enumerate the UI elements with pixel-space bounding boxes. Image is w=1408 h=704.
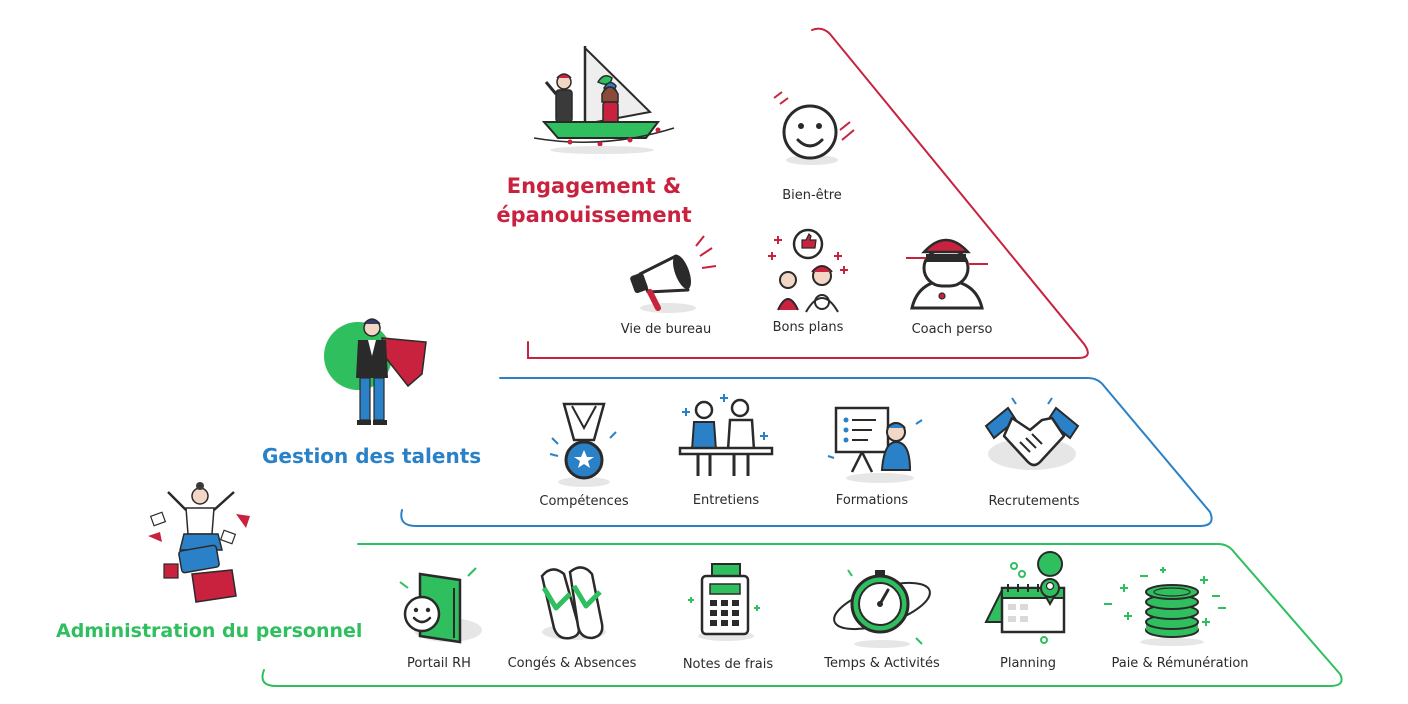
calendar-icon bbox=[984, 551, 1066, 644]
smiley-icon bbox=[773, 91, 855, 165]
engagement-tier-outline bbox=[527, 27, 1089, 359]
administration-label-portail-rh: Portail RH bbox=[407, 656, 471, 671]
administration-tier-outline bbox=[261, 543, 1343, 687]
thumbs-up-people-icon bbox=[768, 228, 848, 313]
handshake-icon bbox=[984, 397, 1080, 470]
megaphone-icon bbox=[630, 235, 717, 313]
coach-whistle-icon bbox=[906, 238, 988, 310]
juggling-employee-illustration bbox=[148, 482, 250, 603]
talents-label-entretiens: Entretiens bbox=[692, 493, 760, 508]
talents-label-recrutements: Recrutements bbox=[988, 494, 1080, 509]
superhero-manager-illustration bbox=[324, 318, 427, 425]
engagement-label-vie-de-bureau: Vie de bureau bbox=[620, 322, 712, 337]
administration-label-notes-de-frais: Notes de frais bbox=[682, 657, 774, 672]
engagement-title: Engagement & épanouissement bbox=[496, 174, 692, 227]
receipt-machine-icon bbox=[688, 563, 760, 641]
administration-label-paie-remuneration: Paie & Rémunération bbox=[1111, 656, 1249, 671]
talents-label-competences: Compétences bbox=[539, 494, 629, 509]
coin-stack-icon bbox=[1104, 567, 1226, 646]
talents-title: Gestion des talents bbox=[262, 444, 482, 468]
talents-tier-outline bbox=[400, 377, 1213, 527]
administration-label-conges-absences: Congés & Absences bbox=[507, 656, 637, 671]
medal-icon bbox=[549, 402, 617, 487]
administration-label-temps-activites: Temps & Activités bbox=[824, 656, 940, 671]
administration-label-planning: Planning bbox=[1000, 656, 1056, 671]
portal-smiley-icon bbox=[399, 567, 482, 644]
sailboat-team-illustration bbox=[533, 45, 675, 154]
flip-flops-icon bbox=[540, 566, 606, 640]
engagement-label-bons-plans: Bons plans bbox=[772, 320, 844, 335]
training-board-icon bbox=[827, 406, 923, 483]
engagement-label-bien-etre: Bien-être bbox=[782, 188, 842, 203]
talents-label-formations: Formations bbox=[835, 493, 909, 508]
administration-title: Administration du personnel bbox=[56, 620, 363, 642]
stopwatch-icon bbox=[833, 569, 931, 648]
engagement-label-coach-perso: Coach perso bbox=[911, 322, 993, 337]
interview-icon bbox=[678, 394, 774, 476]
